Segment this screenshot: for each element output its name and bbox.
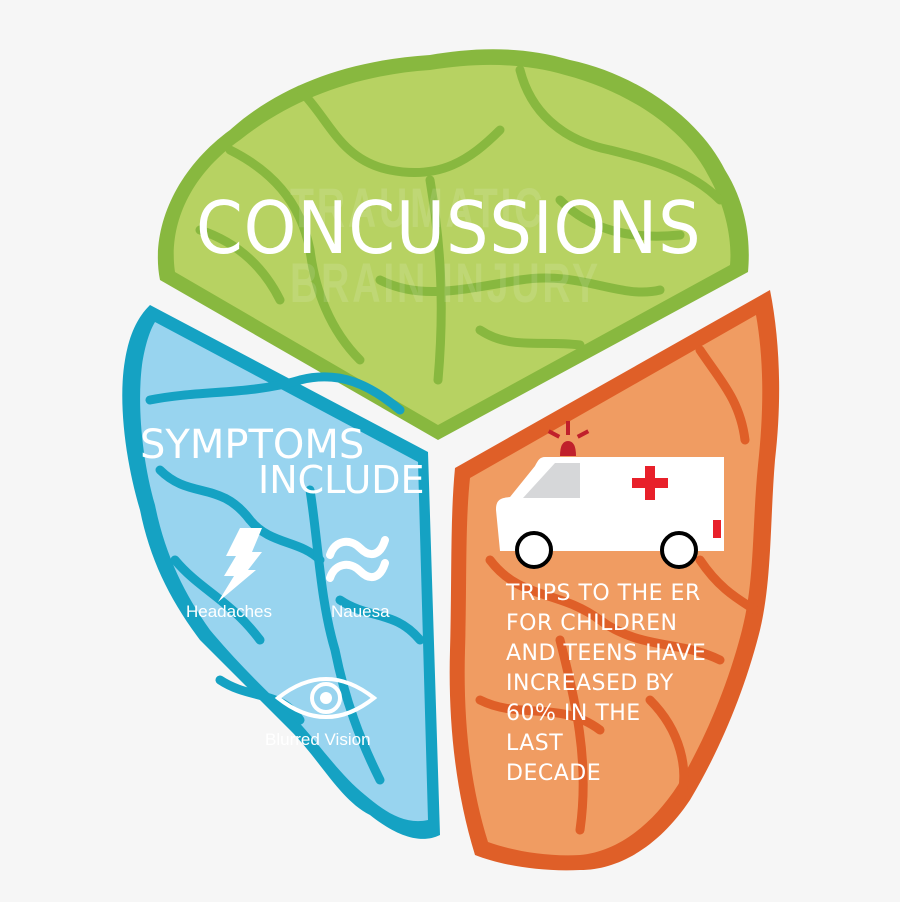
symptoms-heading-line2: INCLUDE bbox=[258, 458, 425, 502]
er-line: INCREASED BY bbox=[506, 671, 674, 696]
symptoms-heading-line1: SYMPTOMS bbox=[140, 422, 365, 468]
symptom-label-blurred-vision: Blurred Vision bbox=[265, 730, 371, 749]
symptom-label-headaches: Headaches bbox=[186, 602, 273, 621]
er-line: TRIPS TO THE ER bbox=[506, 581, 701, 606]
er-line: AND TEENS HAVE bbox=[506, 641, 707, 666]
er-statistic-text: TRIPS TO THE ER FOR CHILDREN AND TEENS H… bbox=[506, 579, 726, 789]
orange-brain-lobe bbox=[449, 290, 780, 871]
watermark-line-1: TRAUMATIC bbox=[290, 176, 546, 239]
er-line: DECADE bbox=[506, 761, 602, 786]
wavy-lines-icon bbox=[326, 536, 389, 582]
symptom-label-nausea: Nauesa bbox=[331, 602, 390, 621]
er-line: LAST bbox=[506, 731, 564, 756]
ambulance-icon bbox=[496, 421, 724, 569]
green-brain-lobe bbox=[157, 49, 749, 440]
page-title: CONCUSSIONS bbox=[196, 186, 702, 270]
er-line: 60% IN THE bbox=[506, 701, 641, 726]
er-line: FOR CHILDREN bbox=[506, 611, 678, 636]
eye-icon bbox=[274, 677, 378, 719]
lightning-bolt-icon bbox=[218, 528, 262, 602]
watermark-line-2: BRAIN INJURY bbox=[290, 251, 601, 314]
